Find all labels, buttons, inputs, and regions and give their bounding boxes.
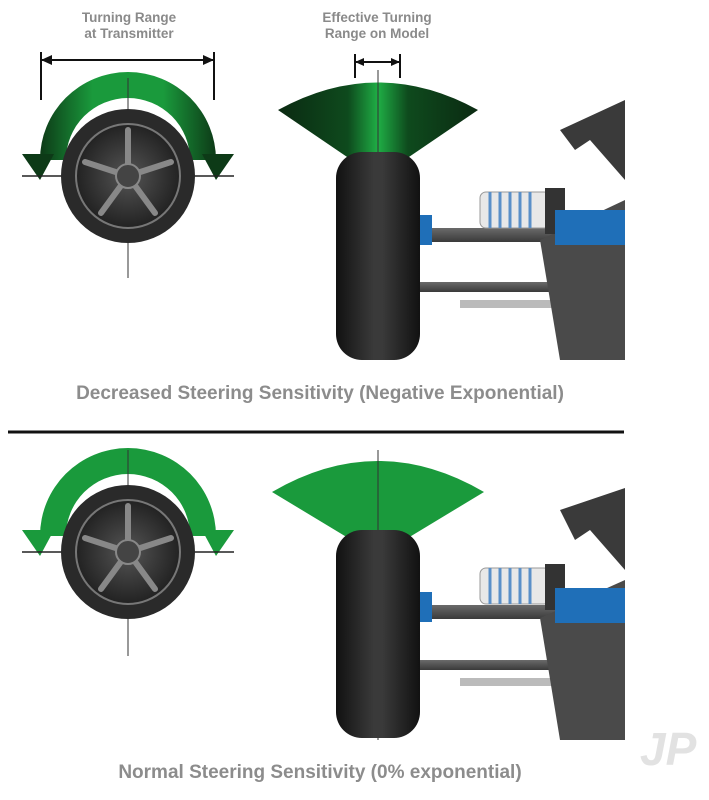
label-model-line2: Range on Model	[324, 26, 430, 41]
transmitter-wheel-bottom	[61, 485, 195, 619]
shock-absorber-top	[479, 188, 565, 234]
caption-normal-sensitivity: Normal Steering Sensitivity (0% exponent…	[118, 762, 522, 783]
label-model-line1: Effective Turning	[322, 10, 432, 25]
transmitter-wheel-top	[61, 109, 195, 243]
chassis-suspension-bottom	[418, 488, 625, 740]
model-tire-bottom	[336, 530, 420, 738]
transmitter-arc-arrow-normal	[22, 448, 234, 556]
blue-hub-top	[555, 210, 625, 245]
chassis-suspension-top	[418, 100, 625, 360]
model-tire-top	[336, 152, 420, 360]
shock-absorber-bottom	[479, 564, 565, 610]
label-transmitter-line1: Turning Range	[81, 10, 177, 25]
blue-hub-bottom	[555, 588, 625, 623]
label-effective-turning-range: Effective Turning Range on Model	[292, 10, 462, 42]
label-turning-range-transmitter: Turning Range at Transmitter	[44, 10, 214, 42]
model-range-bracket	[354, 54, 401, 78]
caption-decreased-sensitivity: Decreased Steering Sensitivity (Negative…	[76, 383, 564, 404]
transmitter-arc-arrow-decreased	[22, 72, 234, 180]
watermark-logo: JP	[640, 723, 697, 775]
transmitter-range-bracket	[40, 52, 215, 100]
label-transmitter-line2: at Transmitter	[84, 26, 174, 41]
